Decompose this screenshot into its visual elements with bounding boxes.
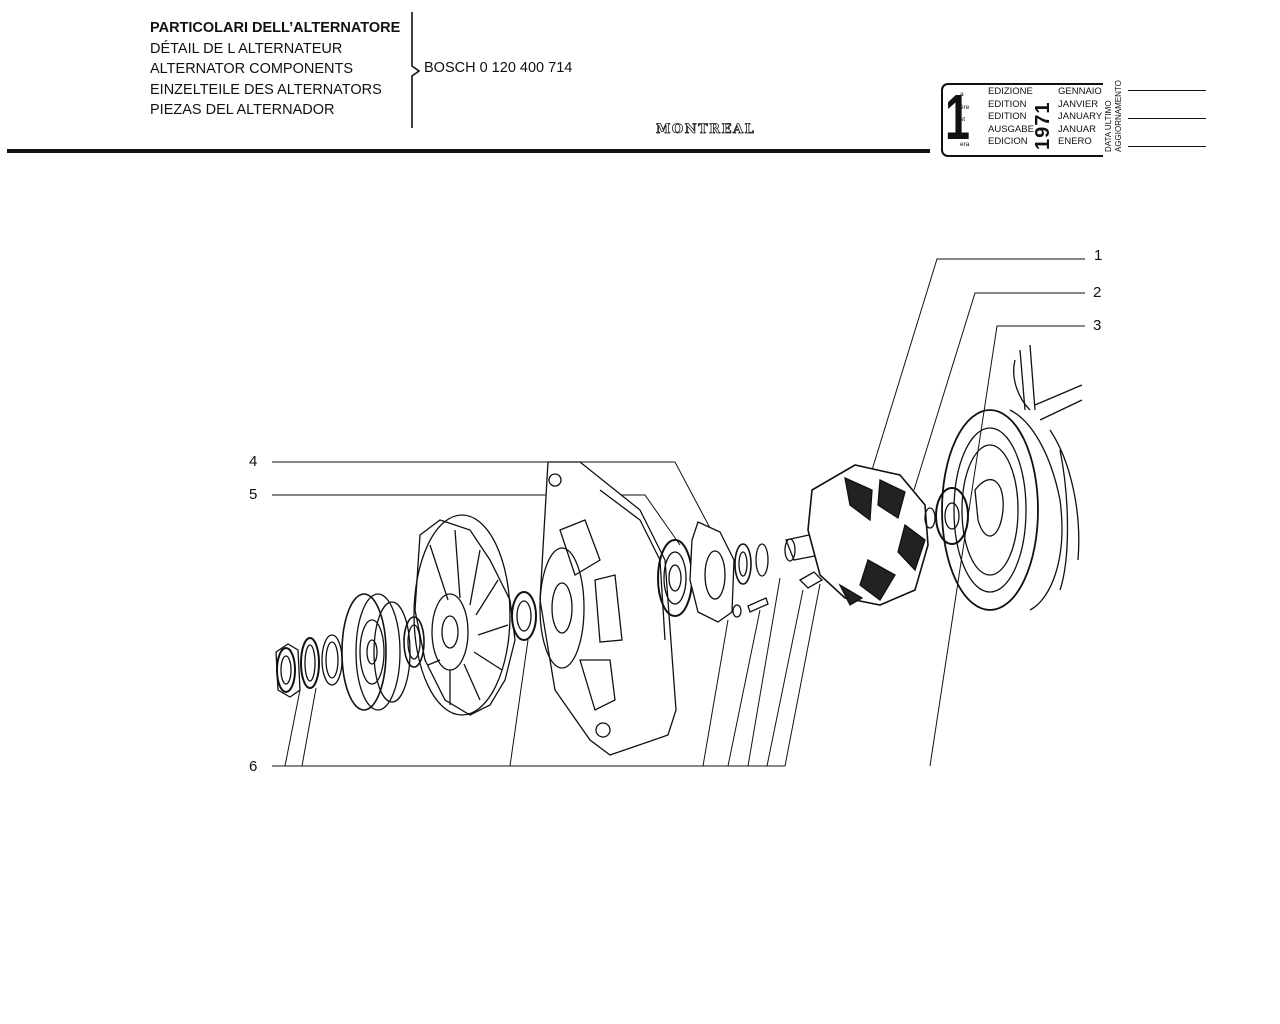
- callout-1: 1: [1094, 247, 1103, 264]
- callout-4: 4: [249, 453, 258, 470]
- edition-suffix: .: [960, 128, 962, 136]
- seal-icon: [511, 591, 537, 641]
- edition-months: GENNAIO JANVIER JANUARY JANUAR ENERO: [1058, 86, 1102, 149]
- rotor-icon: [784, 464, 936, 606]
- update-line: [1128, 90, 1206, 91]
- edition-month: GENNAIO: [1058, 86, 1102, 97]
- edition-label: EDITION: [988, 98, 1027, 110]
- edition-suffix: st: [960, 116, 966, 124]
- edition-label: EDICION: [988, 136, 1028, 148]
- title-german: EINZELTEILE DES ALTERNATORS: [150, 81, 382, 98]
- edition-month: JANUAR: [1058, 123, 1097, 135]
- nut-icon: [275, 643, 301, 698]
- edition-suffix: era: [960, 141, 970, 149]
- edition-label: EDIZIONE: [988, 86, 1033, 97]
- model-number: BOSCH 0 120 400 714: [424, 60, 573, 76]
- ring-icon: [734, 543, 769, 585]
- retainer-plate-icon: [689, 521, 735, 623]
- title-english: ALTERNATOR COMPONENTS: [150, 61, 354, 77]
- pulley-icon: [341, 593, 411, 711]
- edition-month: JANVIER: [1058, 98, 1099, 110]
- update-line: [1128, 146, 1206, 147]
- update-line: [1128, 118, 1206, 119]
- callout-6: 6: [249, 758, 258, 775]
- stator-icon: [941, 344, 1083, 611]
- edition-month: JANUARY: [1058, 111, 1103, 123]
- title-block: PARTICOLARI DELL’ALTERNATORE DÉTAIL DE L…: [150, 18, 400, 121]
- edition-suffixes: a ère st . era: [960, 89, 969, 152]
- title-french: DÉTAIL DE L ALTERNATEUR: [150, 40, 343, 57]
- title-spanish: PIEZAS DEL ALTERNADOR: [150, 102, 335, 118]
- edition-box: [941, 83, 1103, 157]
- edition-suffix: ère: [960, 103, 970, 111]
- bearing-icon: [935, 487, 969, 545]
- header-rule: [7, 149, 930, 153]
- edition-suffix: a: [960, 91, 964, 98]
- title-italian: PARTICOLARI DELL’ALTERNATORE: [150, 20, 401, 36]
- edition-number: 1: [945, 81, 970, 153]
- callout-5: 5: [249, 486, 258, 503]
- edition-labels: EDIZIONE EDITION EDITION AUSGABE EDICION: [988, 86, 1034, 149]
- edition-label: EDITION: [988, 111, 1027, 123]
- fan-icon: [413, 514, 516, 716]
- leader-lines: [272, 258, 1085, 767]
- montreal-logo: MONTREAL: [656, 122, 756, 138]
- key-icon: [798, 571, 824, 589]
- edition-month: ENERO: [1058, 136, 1092, 148]
- callout-2: 2: [1093, 284, 1102, 301]
- washer-icon: [300, 634, 343, 689]
- housing-icon: [539, 461, 677, 756]
- edition-label: AUSGABE: [988, 123, 1034, 135]
- brace-icon: [411, 12, 421, 128]
- screw-icon: [732, 597, 769, 618]
- callout-3: 3: [1093, 317, 1102, 334]
